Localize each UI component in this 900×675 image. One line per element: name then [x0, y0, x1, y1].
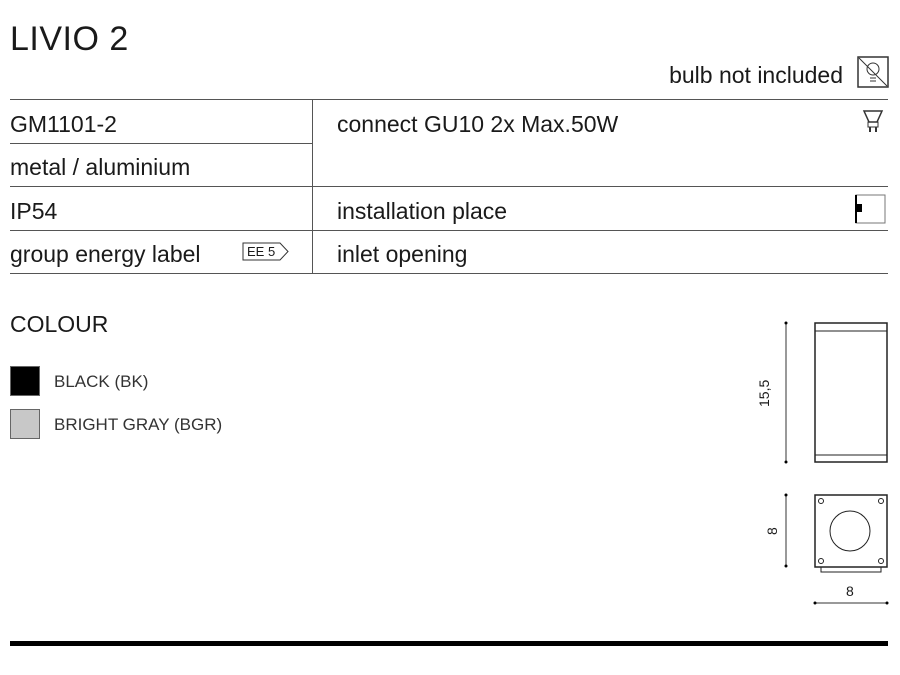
footer-rule: [10, 641, 888, 646]
ip-rating: IP54: [10, 198, 58, 224]
swatch-black: [10, 366, 40, 396]
installation-place: installation place: [337, 198, 508, 224]
dimension-depth: 8: [764, 527, 780, 535]
product-code: GM1101-2: [10, 111, 117, 137]
colour-black-label: BLACK (BK): [54, 372, 149, 391]
energy-class-badge: EE 5: [242, 242, 289, 261]
dimension-height: 15,5: [756, 379, 772, 407]
colour-bright-gray-label: BRIGHT GRAY (BGR): [54, 415, 223, 434]
dimension-drawing: [784, 321, 889, 605]
bulb-not-included-note: bulb not included: [669, 62, 843, 88]
material: metal / aluminium: [10, 154, 191, 180]
colour-heading: COLOUR: [10, 311, 109, 337]
energy-label-text: group energy label: [10, 241, 201, 267]
dimension-width: 8: [846, 583, 854, 599]
installation-place-icon: [855, 194, 886, 224]
swatch-bright-gray: [10, 409, 40, 439]
connection-spec: connect GU10 2x Max.50W: [337, 111, 619, 137]
product-title: LIVIO 2: [10, 20, 129, 58]
inlet-opening: inlet opening: [337, 241, 468, 267]
gu10-bulb-icon: [862, 110, 884, 132]
bulb-not-included-icon: [857, 56, 889, 88]
